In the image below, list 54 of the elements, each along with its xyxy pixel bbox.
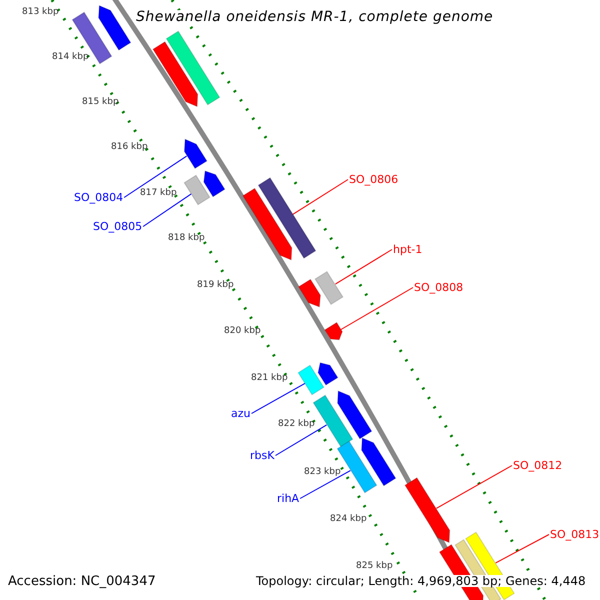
gene-label: SO_0813: [550, 529, 600, 540]
gene-block: [184, 174, 210, 206]
gene-arrow-shape: [318, 362, 338, 386]
scale-label: 823 kbp: [304, 468, 341, 477]
gene-label: rihA: [277, 493, 300, 504]
scale-label: 825 kbp: [356, 562, 393, 571]
gene-block: [298, 364, 324, 396]
gene-label: rbsK: [250, 450, 274, 461]
gene-block: [72, 12, 112, 64]
leader-line: [436, 465, 512, 509]
leader-line: [142, 193, 192, 227]
scale-label: 813 kbp: [22, 8, 59, 17]
gene-arrow-shape: [324, 322, 343, 340]
leader-line: [275, 424, 328, 456]
gene-label: SO_0812: [513, 460, 562, 471]
gene-label: azu: [231, 408, 250, 419]
leader-line: [292, 179, 348, 215]
leader-line: [251, 382, 306, 414]
genome-stats-text: Topology: circular; Length: 4,969,803 bp; Genes: 4,448: [256, 575, 586, 587]
scale-label: 818 kbp: [168, 234, 205, 243]
gene-block: [258, 177, 316, 259]
scale-label: 824 kbp: [330, 515, 367, 524]
scale-label: 817 kbp: [140, 189, 177, 198]
scale-label: 820 kbp: [224, 327, 261, 336]
gene-label: SO_0806: [349, 174, 398, 185]
gene-block: [166, 30, 220, 106]
gene-arrow-shape: [203, 170, 226, 198]
gene-label: SO_0804: [74, 192, 124, 203]
gene-arrow-shape: [298, 278, 321, 308]
title: Shewanella oneidensis MR-1, complete genome: [136, 10, 494, 24]
leader-line: [334, 249, 392, 285]
gene-arrow-shape: [404, 477, 450, 544]
accession-text: Accession: NC_004347: [8, 575, 156, 588]
scale-label: 821 kbp: [251, 374, 288, 383]
gene-label: SO_0805: [93, 221, 142, 232]
gene-arrow-shape: [361, 437, 396, 486]
leader-line: [124, 156, 188, 198]
gene-arrow-shape: [98, 4, 132, 51]
leader-line: [340, 287, 414, 330]
gene-arrow-shape: [337, 390, 372, 440]
scale-label: 819 kbp: [197, 281, 234, 290]
gene-arrow-shape: [152, 41, 198, 108]
leader-line: [495, 534, 550, 564]
gene-label: SO_0808: [414, 282, 464, 293]
gene-block: [314, 270, 344, 306]
gene-arrow-shape: [242, 188, 292, 261]
gene-block: [312, 394, 354, 448]
gene-arrow-shape: [184, 138, 208, 170]
scale-label: 822 kbp: [278, 420, 315, 429]
leader-line: [300, 470, 351, 499]
scale-label: 814 kbp: [52, 53, 89, 62]
scale-label: 816 kbp: [111, 143, 148, 152]
gene-label: hpt-1: [393, 244, 422, 255]
scale-label: 815 kbp: [82, 98, 119, 107]
